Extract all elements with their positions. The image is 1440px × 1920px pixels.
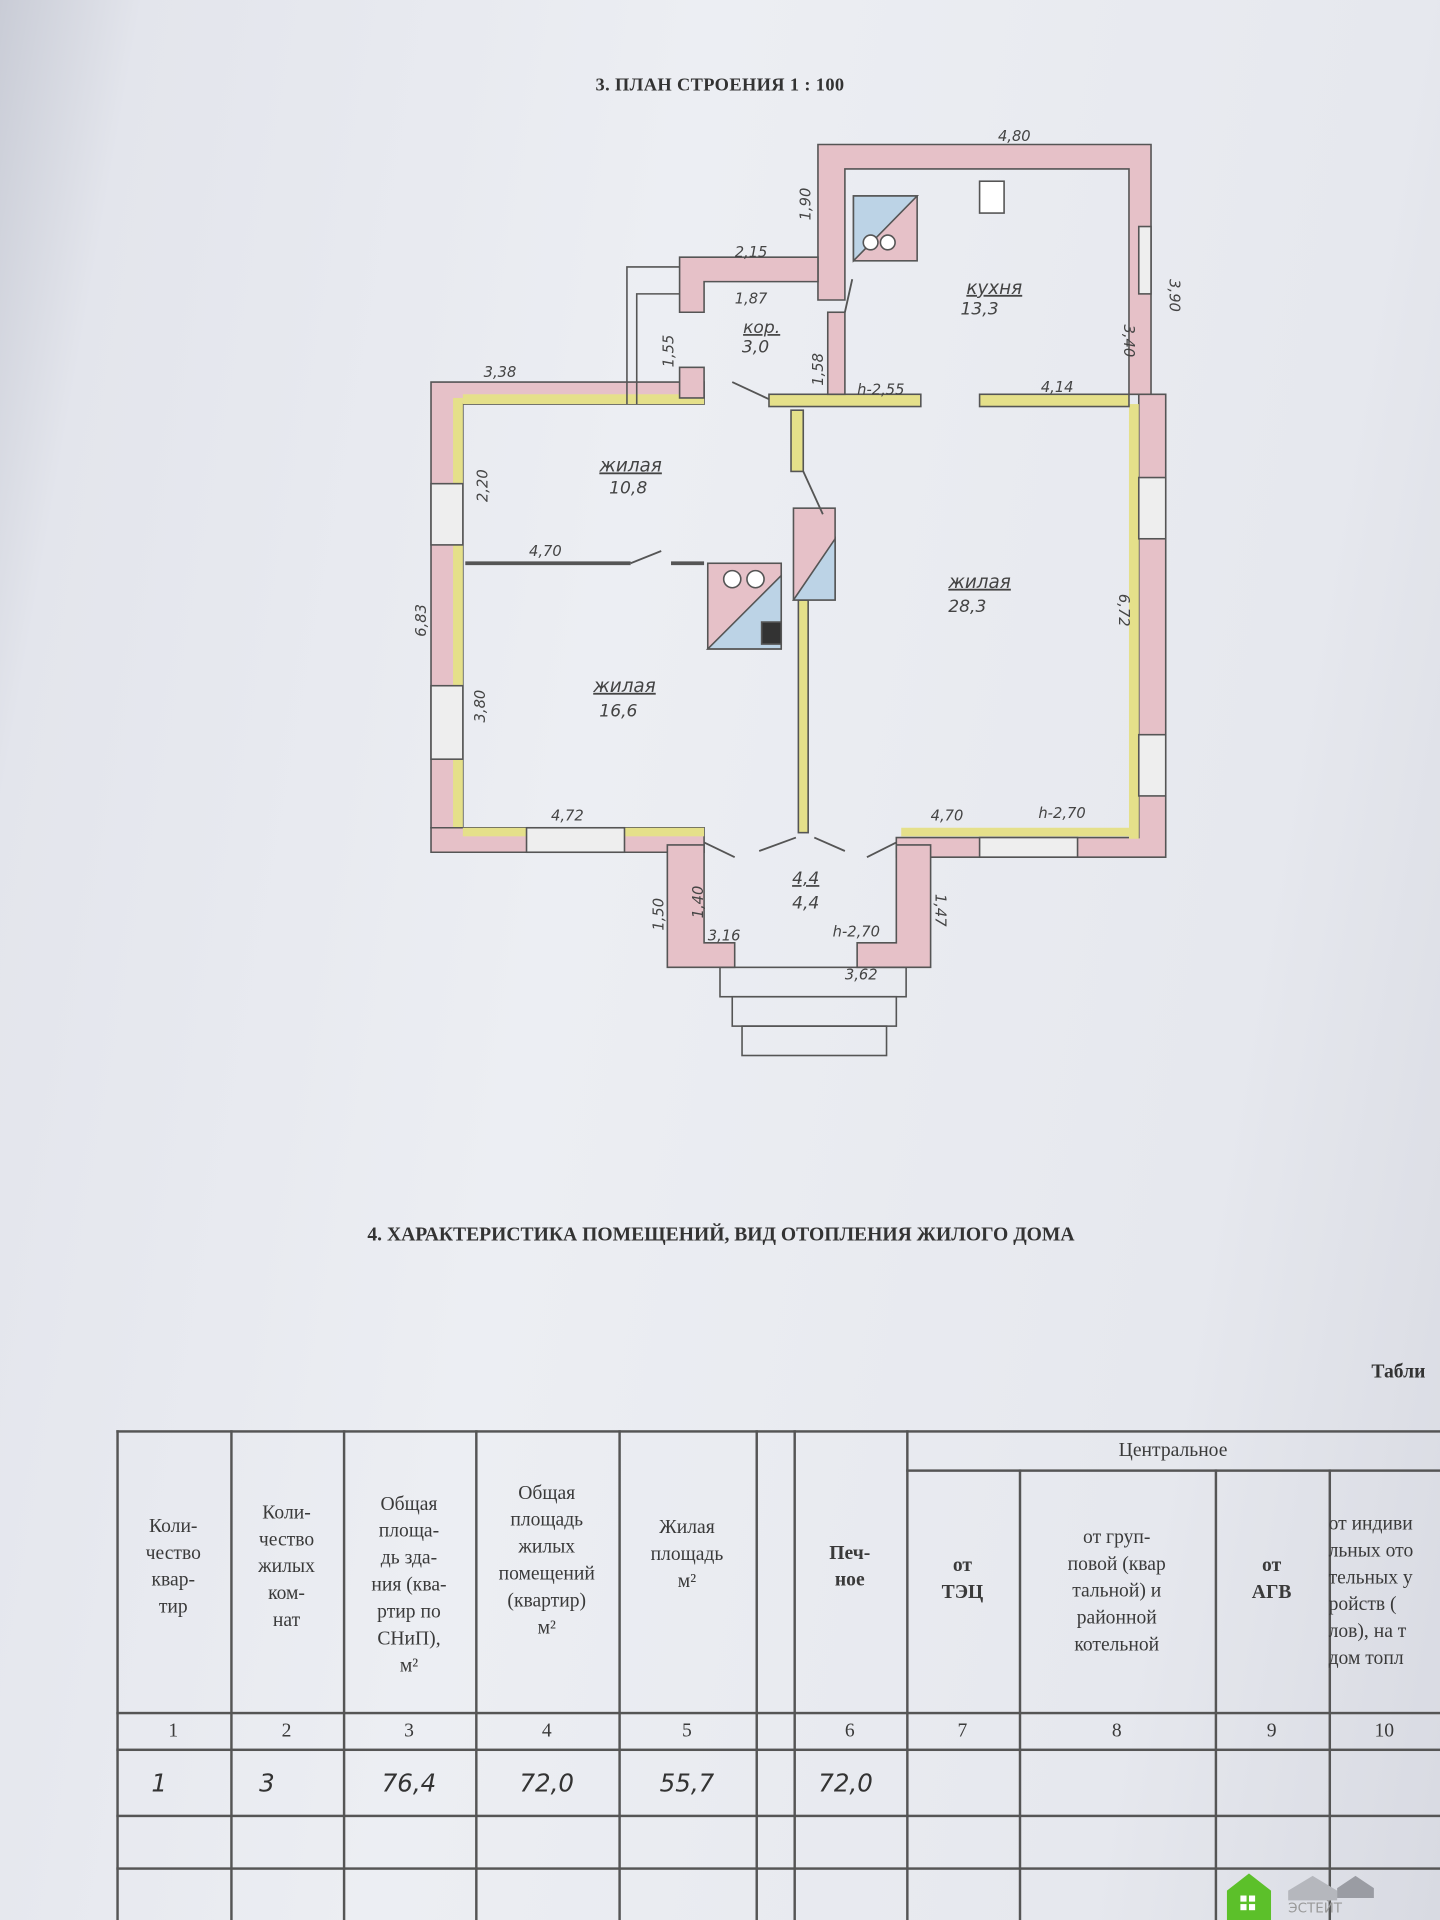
dimension-label: h-2,55 — [857, 381, 904, 398]
column-number: 5 — [682, 1720, 692, 1742]
dimension-label: h-2,70 — [1038, 805, 1085, 822]
room-name: жилая — [947, 572, 1011, 593]
column-header: от груп- повой (квар тальной) и районной… — [1067, 1526, 1166, 1656]
room-name: кор. — [743, 318, 780, 338]
column-number: 6 — [844, 1720, 855, 1742]
column-number: 4 — [541, 1720, 552, 1742]
dimension-label: 4,70 — [931, 807, 964, 824]
dimension-label: 6,72 — [1115, 594, 1132, 627]
dimension-label: 4,80 — [998, 128, 1031, 145]
cell-stove-heating: 72,0 — [818, 1768, 873, 1798]
stove-icon — [852, 195, 920, 263]
column-header: Печ- ное — [829, 1542, 871, 1591]
room-name: жилая — [592, 676, 656, 697]
plan-title: 3. ПЛАН СТРОЕНИЯ 1 : 100 — [595, 75, 845, 96]
column-header: Коли- чество квар- тир — [145, 1515, 201, 1618]
column-header: от АГВ — [1251, 1555, 1292, 1603]
interior-wall — [678, 366, 705, 399]
column-number: 3 — [404, 1720, 414, 1742]
room-area: 10,8 — [609, 478, 647, 498]
column-number: 10 — [1374, 1720, 1395, 1742]
room-area: 4,4 — [792, 894, 819, 914]
dimension-label: 3,38 — [484, 364, 517, 381]
dimension-label: 3,90 — [1165, 279, 1182, 312]
interior-wall — [978, 393, 1130, 408]
dimension-label: 4,72 — [551, 807, 584, 824]
watermark-logo: ЭСТЕЙТ — [1202, 1873, 1440, 1920]
dimension-label: 1,58 — [810, 353, 827, 386]
dimension-label: 1,90 — [798, 188, 815, 221]
room-name: кухня — [966, 278, 1022, 299]
column-header: Жилая площадь м² — [650, 1517, 724, 1592]
cell-apartments: 1 — [151, 1768, 167, 1798]
column-header: от индиви льных ото тельных у ройств ( л… — [1328, 1513, 1414, 1669]
dimension-label: 2,20 — [474, 469, 491, 502]
column-number: 1 — [168, 1720, 179, 1742]
dimension-labels: 4,80 1,90 2,15 1,87 3,40 3,90 3,38 1,55 … — [413, 128, 1182, 984]
porch-wall — [666, 844, 736, 969]
dimension-label: 3,80 — [472, 690, 489, 723]
room-name: жилая — [598, 455, 662, 476]
dimension-label: 1,47 — [932, 894, 949, 927]
room-area: 16,6 — [599, 701, 637, 721]
room-name: 4,4 — [792, 869, 819, 889]
cell-total-living-area: 72,0 — [519, 1768, 574, 1798]
house-logo-icon — [1226, 1873, 1374, 1920]
dimension-label: 3,16 — [708, 927, 741, 944]
dimension-label: 4,14 — [1041, 379, 1074, 396]
dimension-label: 4,70 — [529, 543, 562, 560]
walls — [430, 143, 1167, 1057]
column-number: 2 — [281, 1720, 292, 1742]
dimension-label: h-2,70 — [833, 924, 880, 941]
room-area: 28,3 — [948, 597, 986, 617]
watermark-text: ЭСТЕЙТ — [1288, 1900, 1343, 1917]
cooktop-icon — [978, 180, 1005, 214]
column-header: Коли- чество жилых ком- нат — [258, 1502, 315, 1632]
dimension-label: 1,55 — [660, 335, 677, 368]
dimension-label: 3,62 — [845, 967, 878, 984]
column-number: 9 — [1266, 1720, 1277, 1742]
table-label: Табли — [1371, 1361, 1426, 1383]
cell-rooms: 3 — [259, 1768, 275, 1798]
column-header: Общая площа- дь зда- ния (ква- ртир по С… — [371, 1493, 447, 1677]
floor-plan: кухня 13,3 кор. 3,0 жилая 10,8 жилая 28,… — [413, 128, 1182, 1057]
room-area: 13,3 — [961, 300, 999, 320]
column-number: 7 — [957, 1720, 968, 1742]
corridor-wall — [678, 256, 819, 314]
section-title: 4. ХАРАКТЕРИСТИКА ПОМЕЩЕНИЙ, ВИД ОТОПЛЕН… — [367, 1224, 1075, 1246]
dimension-label: 1,50 — [651, 898, 668, 931]
cell-total-building-area: 76,4 — [381, 1768, 437, 1798]
column-number: 8 — [1111, 1720, 1122, 1742]
dimension-label: 6,83 — [413, 604, 430, 637]
column-header: от ТЭЦ — [941, 1555, 984, 1603]
room-labels: кухня 13,3 кор. 3,0 жилая 10,8 жилая 28,… — [592, 278, 1022, 914]
group-header: Центральное — [1118, 1440, 1228, 1461]
dimension-label: 2,15 — [735, 244, 768, 261]
stove-icon — [705, 507, 836, 650]
column-header: Общая площадь жилых помещений (квартир) … — [498, 1482, 595, 1639]
interior-wall — [826, 311, 846, 396]
partition — [790, 409, 805, 473]
dimension-label: 1,87 — [735, 291, 768, 308]
cell-living-area: 55,7 — [659, 1768, 715, 1798]
room-area: 3,0 — [742, 338, 769, 358]
dimension-label: 1,40 — [690, 886, 707, 919]
dimension-label: 3,40 — [1120, 324, 1137, 357]
